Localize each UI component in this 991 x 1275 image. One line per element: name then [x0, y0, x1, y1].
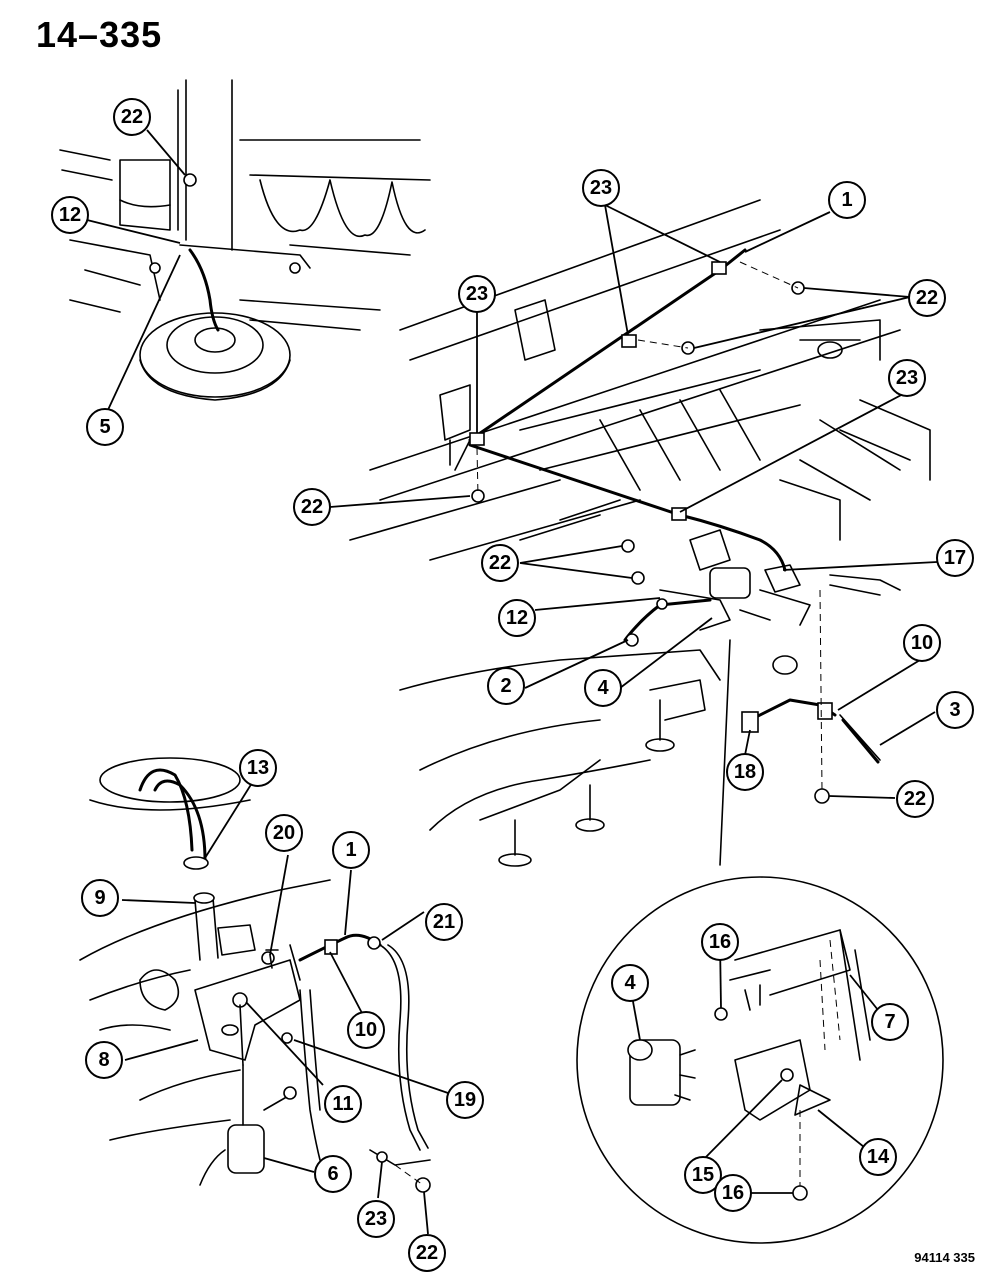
svg-text:15: 15	[692, 1164, 714, 1186]
filler-neck-detail	[59, 79, 431, 401]
svg-text:16: 16	[722, 1182, 744, 1204]
svg-text:22: 22	[489, 552, 511, 574]
page-title: 14–335	[36, 14, 163, 55]
svg-text:6: 6	[327, 1163, 338, 1185]
callout-18: 18	[726, 753, 764, 791]
callout-12: 12	[498, 599, 536, 637]
callout-11: 11	[324, 1085, 362, 1123]
callout-19: 19	[446, 1081, 484, 1119]
svg-text:5: 5	[99, 416, 110, 438]
leader-lines	[86, 129, 938, 1235]
callout-22: 22	[113, 98, 151, 136]
callout-12: 12	[51, 196, 89, 234]
svg-text:13: 13	[247, 757, 269, 779]
callout-4: 4	[584, 669, 622, 707]
callout-23: 23	[357, 1200, 395, 1238]
callout-15: 15	[684, 1156, 722, 1194]
svg-text:18: 18	[734, 761, 756, 783]
svg-text:12: 12	[506, 607, 528, 629]
callout-16: 16	[701, 923, 739, 961]
callout-1: 1	[828, 181, 866, 219]
svg-text:1: 1	[841, 189, 852, 211]
svg-text:11: 11	[332, 1093, 353, 1115]
callout-22: 22	[293, 488, 331, 526]
svg-text:16: 16	[709, 931, 731, 953]
callout-7: 7	[871, 1003, 909, 1041]
callout-16: 16	[714, 1174, 752, 1212]
callout-13: 13	[239, 749, 277, 787]
callout-22: 22	[908, 279, 946, 317]
svg-text:22: 22	[121, 106, 143, 128]
svg-text:21: 21	[433, 911, 455, 933]
bracket-detail	[79, 757, 431, 1193]
callout-22: 22	[408, 1234, 446, 1272]
svg-text:10: 10	[355, 1019, 377, 1041]
callout-4: 4	[611, 964, 649, 1002]
callout-14: 14	[859, 1138, 897, 1176]
svg-text:23: 23	[365, 1208, 387, 1230]
svg-text:3: 3	[949, 699, 960, 721]
svg-text:22: 22	[301, 496, 323, 518]
callout-22: 22	[481, 544, 519, 582]
callout-1: 1	[332, 831, 370, 869]
svg-text:22: 22	[416, 1242, 438, 1264]
callout-3: 3	[936, 691, 974, 729]
callout-23: 23	[888, 359, 926, 397]
svg-text:10: 10	[911, 632, 933, 654]
figure-code: 94114 335	[914, 1250, 975, 1265]
callout-5: 5	[86, 408, 124, 446]
callout-22: 22	[896, 780, 934, 818]
svg-text:4: 4	[624, 972, 636, 994]
callout-9: 9	[81, 879, 119, 917]
svg-text:23: 23	[466, 283, 488, 305]
callout-6: 6	[314, 1155, 352, 1193]
callout-23: 23	[582, 169, 620, 207]
svg-text:23: 23	[590, 177, 612, 199]
svg-text:1: 1	[345, 839, 356, 861]
callout-17: 17	[936, 539, 974, 577]
callouts: 22 12 5 23 1 22 23 23 22 22 17 12 2 4 10…	[51, 98, 974, 1272]
svg-text:8: 8	[98, 1049, 109, 1071]
underbody-view	[349, 199, 931, 867]
svg-text:23: 23	[896, 367, 918, 389]
svg-text:14: 14	[867, 1146, 890, 1168]
callout-21: 21	[425, 903, 463, 941]
svg-text:2: 2	[500, 675, 511, 697]
svg-text:19: 19	[454, 1089, 476, 1111]
svg-text:17: 17	[944, 547, 966, 569]
callout-10: 10	[347, 1011, 385, 1049]
svg-text:12: 12	[59, 204, 81, 226]
callout-20: 20	[265, 814, 303, 852]
svg-text:20: 20	[273, 822, 295, 844]
callout-10: 10	[903, 624, 941, 662]
svg-text:4: 4	[597, 677, 609, 699]
svg-text:9: 9	[94, 887, 105, 909]
callout-2: 2	[487, 667, 525, 705]
valve-mount-detail	[576, 639, 944, 1244]
callout-23: 23	[458, 275, 496, 313]
svg-text:7: 7	[884, 1011, 895, 1033]
callout-8: 8	[85, 1041, 123, 1079]
svg-text:22: 22	[916, 287, 938, 309]
svg-text:22: 22	[904, 788, 926, 810]
